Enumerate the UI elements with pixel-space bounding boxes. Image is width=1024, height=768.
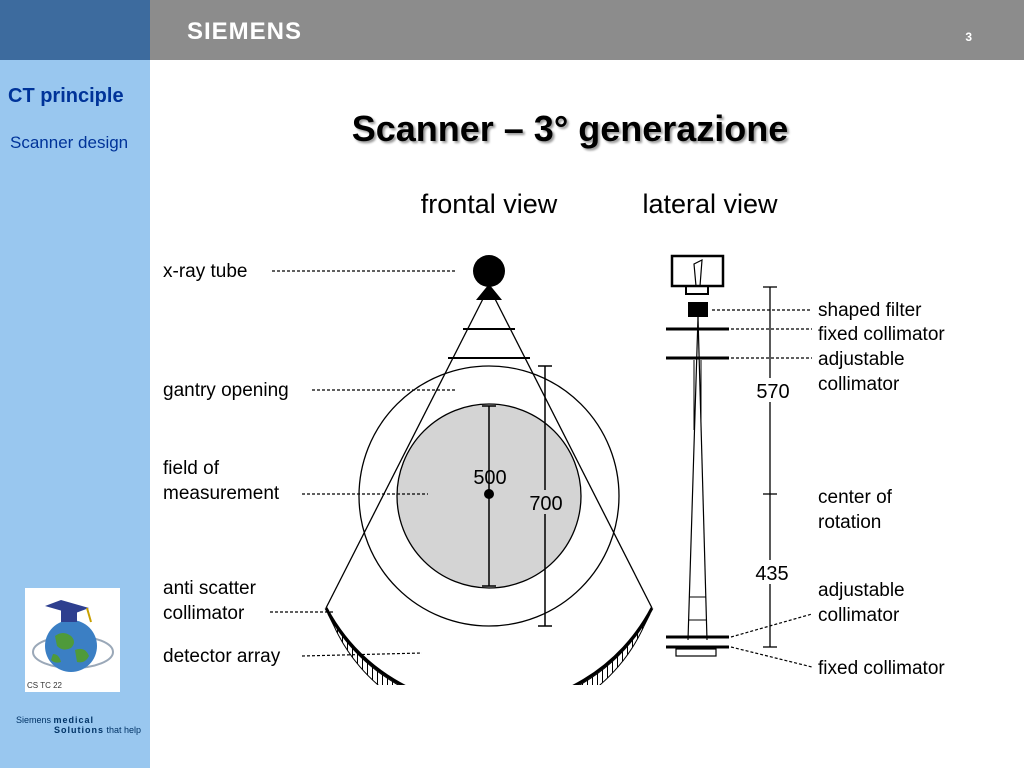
header-blue-block	[0, 0, 150, 60]
lateral-view: 570 435	[666, 254, 792, 657]
anti-scatter-arc	[324, 607, 654, 685]
footer-line-2: Solutions that help	[54, 725, 141, 735]
lateral-beam-left	[687, 316, 699, 641]
label-measurement: measurement	[163, 483, 280, 504]
label-fixed-collimator-bottom: fixed collimator	[818, 658, 945, 679]
footer-prefix: Siemens	[16, 715, 54, 725]
footer-line-1: Siemens medical	[16, 715, 94, 725]
fan-beam-left	[325, 286, 490, 609]
gantry-opening-circle	[358, 365, 620, 627]
scanner-diagram: frontal view lateral view 500 700 x-ray …	[163, 189, 945, 685]
globe-logo: CS TC 22	[25, 588, 120, 692]
label-gantry-opening: gantry opening	[163, 380, 289, 401]
label-adjustable-bottom-collimator: collimator	[818, 605, 900, 626]
label-adjustable: adjustable	[818, 349, 905, 370]
label-adjustable-bottom: adjustable	[818, 580, 905, 601]
slide-title: Scanner – 3° generazione	[351, 108, 789, 149]
label-collimator: collimator	[163, 603, 245, 624]
globe-graduation-icon	[32, 600, 114, 672]
label-adjustable-collimator: collimator	[818, 374, 900, 395]
lateral-tube-housing	[670, 254, 725, 288]
page-number: 3	[965, 30, 972, 44]
footer-medical: medical	[53, 715, 95, 725]
dim-700-label: 700	[529, 493, 562, 515]
tube-filter-shape	[476, 284, 502, 300]
label-field-of: field of	[163, 458, 220, 479]
label-center-of: center of	[818, 487, 893, 508]
fan-beam-right	[488, 286, 653, 609]
label-xray-tube: x-ray tube	[163, 261, 247, 282]
frontal-view: 500 700	[324, 255, 654, 685]
label-shaped-filter: shaped filter	[818, 300, 922, 321]
dim-500-label: 500	[473, 467, 506, 489]
frontal-leader-lines	[270, 270, 455, 657]
section-subtitle: Scanner design	[10, 133, 129, 152]
section-title: CT principle	[8, 85, 124, 107]
label-anti-scatter: anti scatter	[163, 578, 257, 599]
header-bar: SIEMENS 3	[0, 0, 1024, 60]
lateral-beam-right	[697, 316, 708, 641]
lateral-detector	[675, 648, 717, 657]
logo-caption: CS TC 22	[27, 681, 62, 690]
label-detector-array: detector array	[163, 646, 281, 667]
dim-570-label: 570	[756, 381, 789, 403]
lateral-view-title: lateral view	[642, 189, 778, 219]
shaped-filter-icon	[688, 302, 708, 317]
xray-tube-icon	[473, 255, 505, 287]
siemens-logo-text: SIEMENS	[187, 18, 303, 45]
frontal-view-title: frontal view	[421, 189, 558, 219]
label-fixed-collimator-top: fixed collimator	[818, 324, 945, 345]
detector-array-arc	[327, 613, 651, 685]
label-rotation: rotation	[818, 512, 881, 533]
center-dot	[484, 489, 494, 499]
footer-solutions: Solutions	[54, 725, 104, 735]
dim-435-label: 435	[755, 563, 788, 585]
footer-suffix: that help	[104, 725, 142, 735]
lateral-leader-lines	[712, 309, 813, 668]
